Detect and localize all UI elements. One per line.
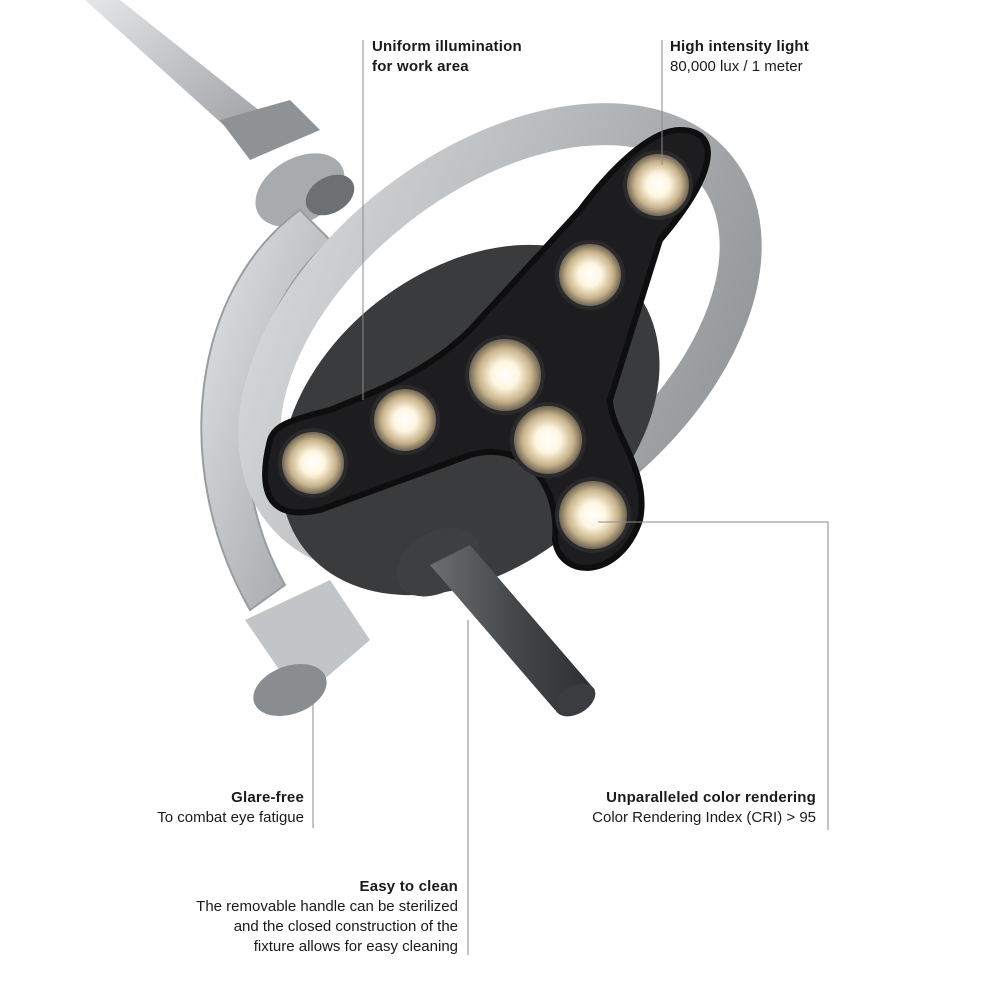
upper-arm	[85, 0, 355, 227]
removable-handle	[396, 527, 596, 717]
callout-uniform-title-line2: for work area	[372, 58, 469, 75]
callout-lines	[312, 40, 829, 955]
led-array	[278, 150, 693, 553]
lower-joint	[245, 580, 370, 717]
callout-glare-desc: To combat eye fatigue	[157, 809, 304, 826]
callout-clean-title: Easy to clean	[359, 878, 458, 895]
callout-clean: Easy to clean The removable handle can b…	[150, 877, 458, 957]
callout-color: Unparalleled color rendering Color Rende…	[520, 788, 816, 828]
callout-color-desc: Color Rendering Index (CRI) > 95	[592, 809, 816, 826]
callout-uniform-title: Uniform illumination	[372, 38, 522, 55]
callout-clean-line: fixture allows for easy cleaning	[253, 938, 458, 955]
callout-uniform: Uniform illumination for work area	[372, 37, 522, 77]
callout-glare: Glare-free To combat eye fatigue	[104, 788, 304, 828]
callout-clean-line: The removable handle can be sterilized	[196, 898, 458, 915]
callout-color-title: Unparalleled color rendering	[606, 789, 816, 806]
callout-intensity: High intensity light 80,000 lux / 1 mete…	[670, 37, 809, 77]
callout-clean-line: and the closed construction of the	[233, 918, 458, 935]
callout-intensity-desc: 80,000 lux / 1 meter	[670, 58, 803, 75]
leader-color	[598, 521, 829, 830]
callout-glare-title: Glare-free	[231, 789, 304, 806]
callout-intensity-title: High intensity light	[670, 38, 809, 55]
